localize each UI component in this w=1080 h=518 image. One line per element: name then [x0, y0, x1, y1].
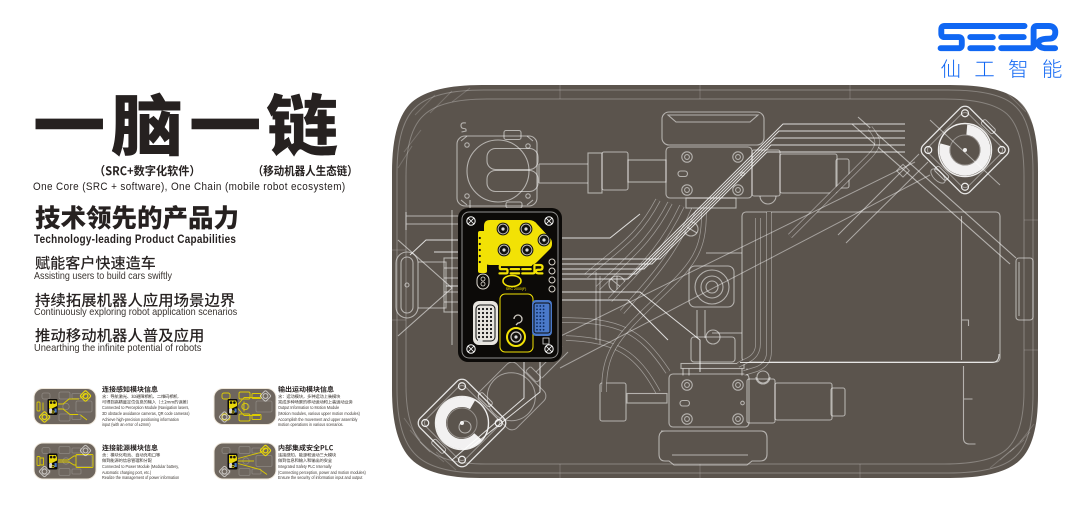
- svg-text:SRC 2000(F): SRC 2000(F): [506, 287, 527, 291]
